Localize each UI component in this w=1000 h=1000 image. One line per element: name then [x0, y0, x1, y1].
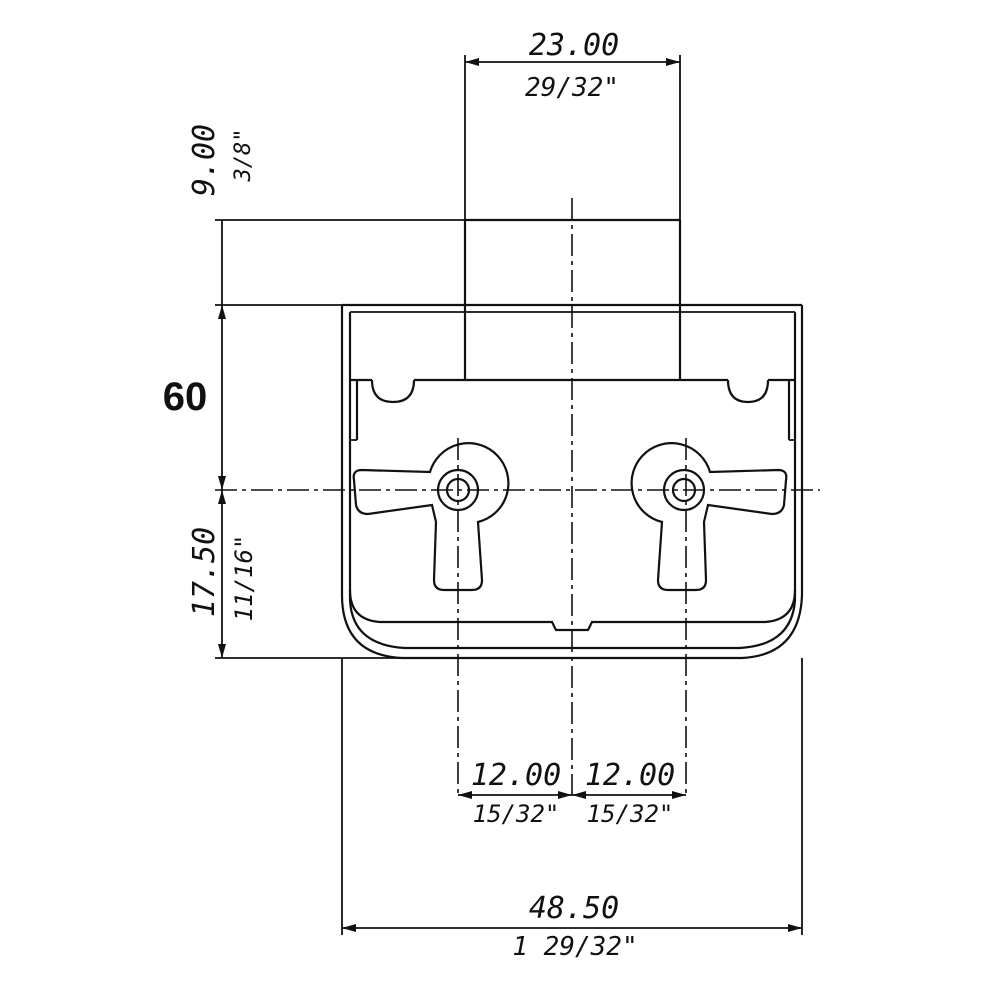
top-width-in: 29/32" [525, 73, 619, 103]
lower-height-in: 11/16" [230, 535, 258, 622]
extension-lines [215, 55, 803, 935]
right-offset-in: 15/32" [587, 800, 674, 828]
top-height-mm: 9.00 [187, 124, 222, 196]
dimension-lines [218, 58, 802, 932]
top-width-mm: 23.00 [529, 28, 619, 63]
left-offset-mm: 12.00 [471, 758, 561, 793]
right-latch [630, 442, 788, 592]
top-height-in: 3/8" [231, 129, 256, 183]
overall-height-label: 60 [163, 375, 208, 419]
inner-ledge [350, 378, 795, 441]
left-offset-in: 15/32" [473, 800, 560, 828]
overall-width-in: 1 29/32" [512, 932, 637, 962]
left-latch [352, 442, 510, 592]
right-offset-mm: 12.00 [585, 758, 675, 793]
overall-width-mm: 48.50 [529, 891, 619, 926]
lower-height-mm: 17.50 [187, 527, 222, 617]
center-lines [215, 198, 820, 795]
